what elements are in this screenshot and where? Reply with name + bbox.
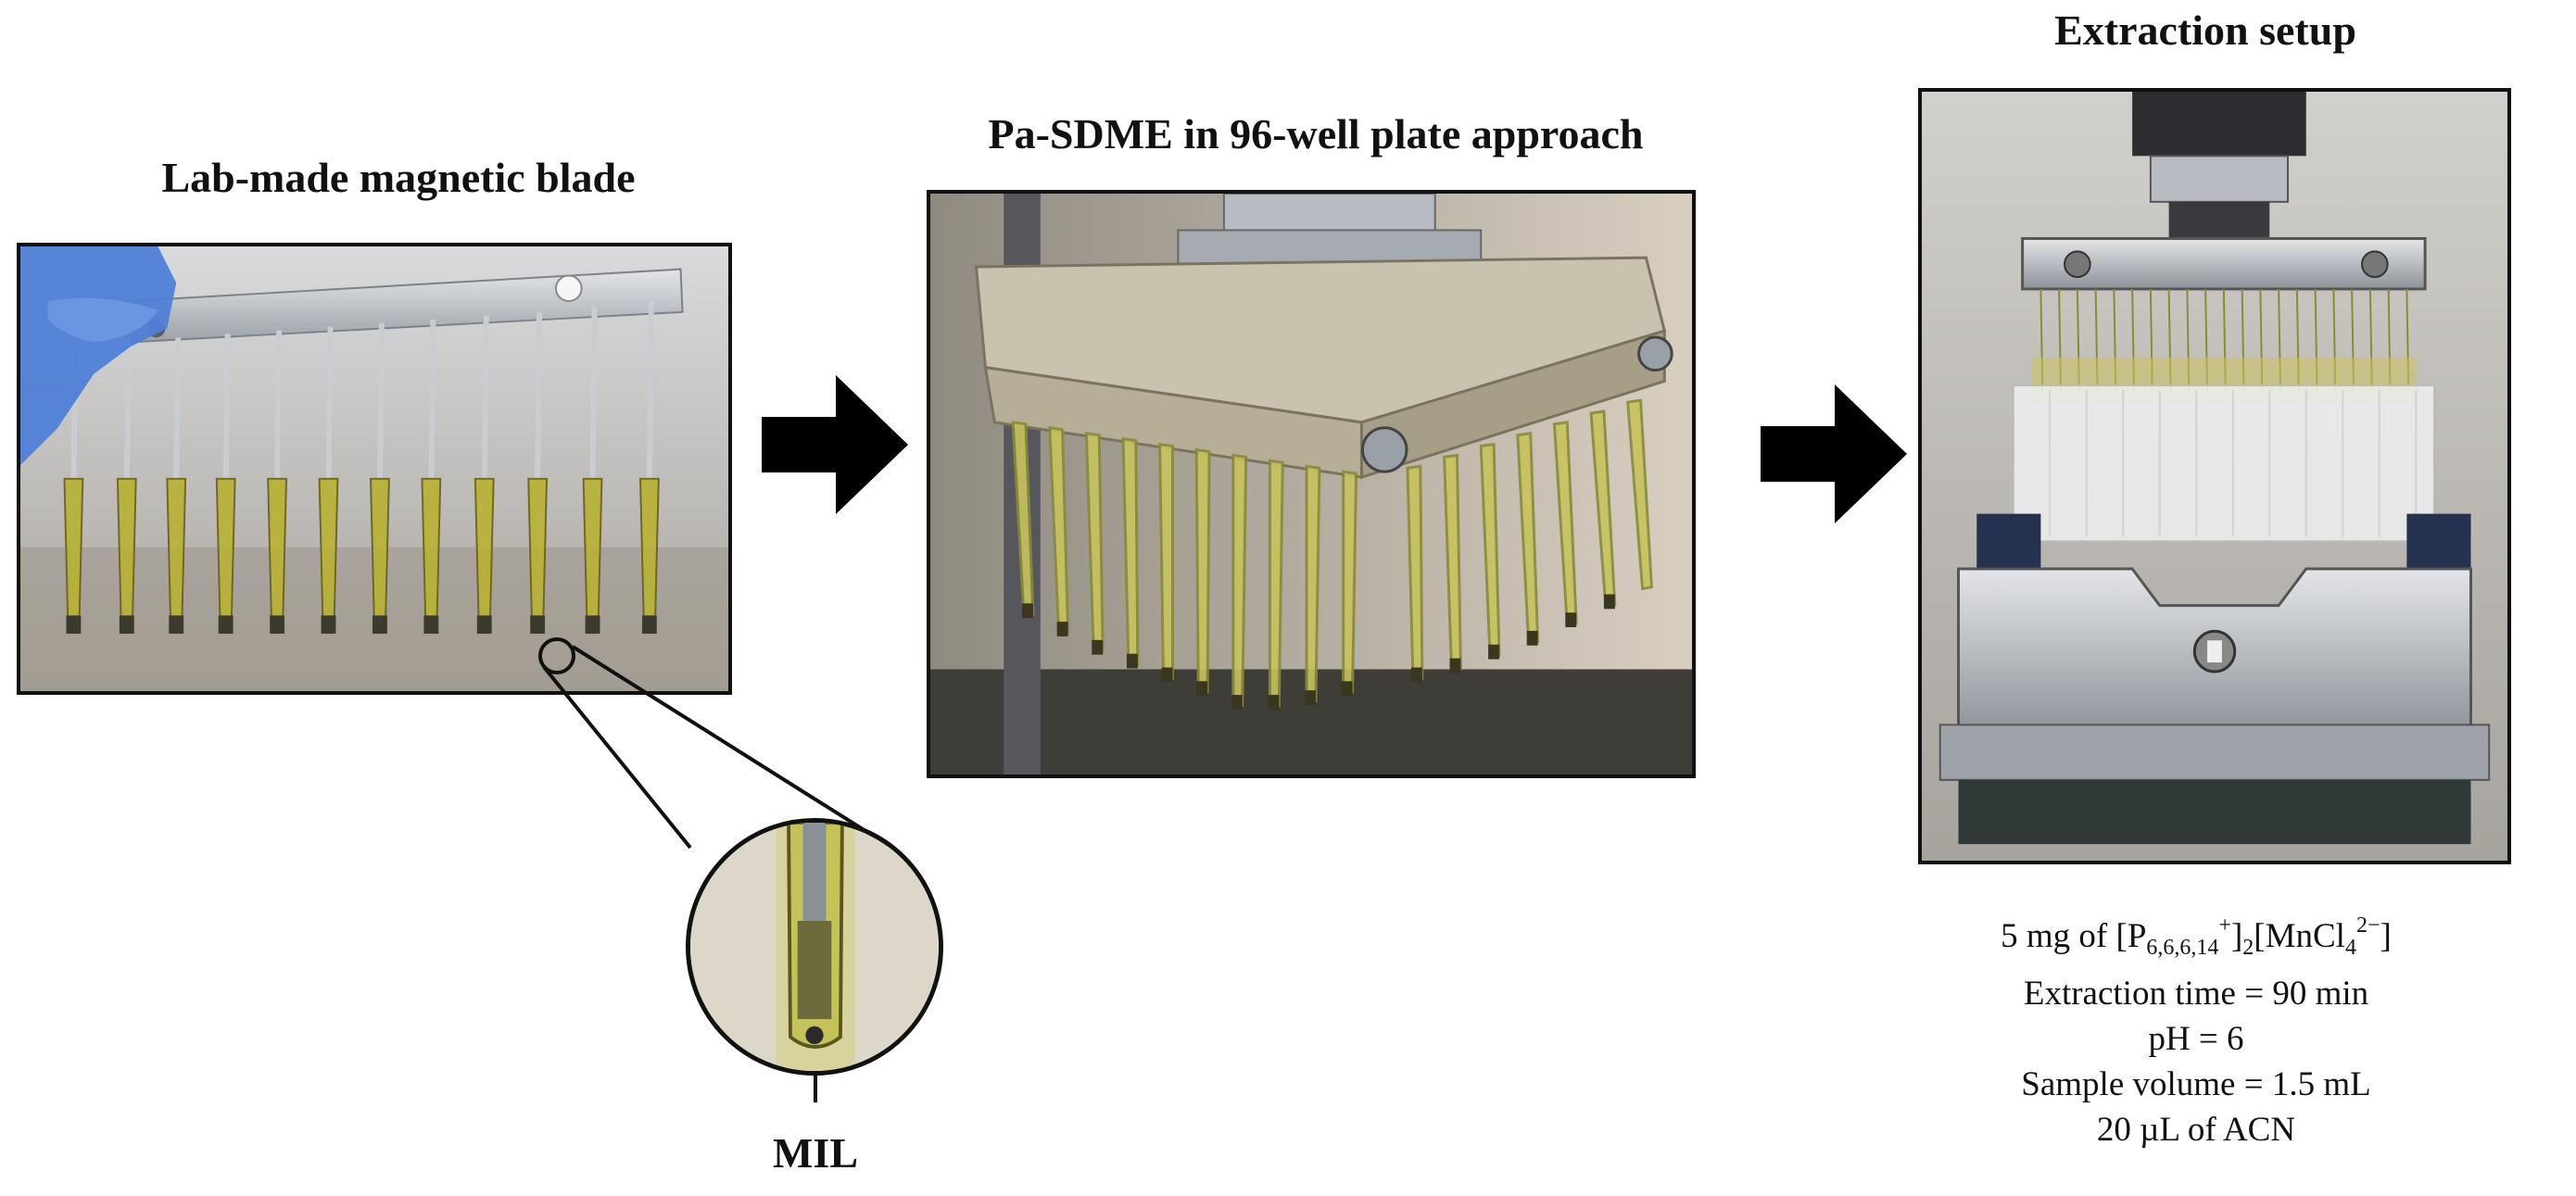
flow-arrow-2: [1761, 384, 1907, 523]
plate-panel-title: Pa-SDME in 96-well plate approach: [988, 110, 1644, 157]
setup-photo: [1918, 88, 2511, 864]
flow-arrow-1: [762, 375, 908, 514]
condition-solvent: 20 µL of ACN: [2096, 1111, 2296, 1149]
condition-time: Extraction time = 90 min: [2023, 975, 2369, 1013]
extraction-conditions: 5 mg of [P6,6,6,14+]2[MnCl42−] Extractio…: [1872, 903, 2520, 1152]
condition-ph: pH = 6: [2148, 1020, 2244, 1058]
blade-panel-title: Lab-made magnetic blade: [161, 154, 636, 201]
condition-sorbent: 5 mg of [P6,6,6,14+]2[MnCl42−]: [2001, 913, 2392, 960]
mil-label: MIL: [773, 1129, 858, 1177]
setup-panel-title: Extraction setup: [2054, 6, 2356, 54]
magnified-tip: [686, 818, 943, 1076]
condition-sample-volume: Sample volume = 1.5 mL: [2021, 1065, 2371, 1103]
blade-photo: [17, 243, 732, 695]
plate-photo: [927, 190, 1696, 778]
